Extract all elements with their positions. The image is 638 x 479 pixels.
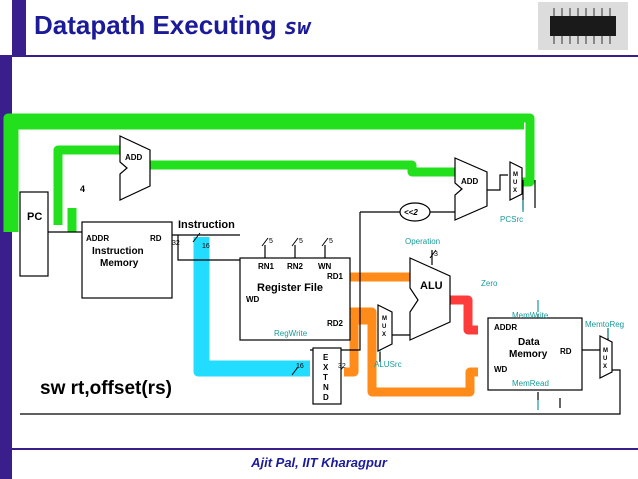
extend-letter-t: T [323, 373, 328, 382]
alu-label: ALU [420, 280, 443, 292]
width-5a-label: 5 [269, 238, 273, 245]
instr-mem-title2: Memory [100, 258, 139, 269]
extend-letter-e: E [323, 353, 329, 362]
instr-mem-addr: ADDR [86, 234, 109, 243]
slide-title-main: Datapath Executing [34, 10, 277, 40]
instruction-memory [81, 221, 173, 299]
pc-register [19, 191, 49, 277]
width-16-label: 16 [202, 243, 210, 250]
branch-adder [454, 157, 488, 221]
data-mem-addr: ADDR [494, 323, 517, 332]
pcsrc-mux-x: X [513, 188, 517, 194]
footer-rule [12, 448, 638, 450]
pc-adder [119, 135, 151, 201]
memtoreg-mux-m: M [603, 348, 608, 354]
const-four-box [77, 183, 91, 195]
memtoreg-mux-u: U [603, 356, 607, 362]
title-rule [12, 55, 638, 57]
pc-label: PC [27, 211, 42, 223]
register-file [239, 257, 351, 341]
alu-result-path-highlight [450, 295, 478, 335]
pc-adder-label: ADD [125, 153, 143, 162]
extend-letter-n: N [323, 383, 329, 392]
pcsrc-label: PCSrc [500, 215, 523, 224]
const-four-label: 4 [80, 184, 85, 194]
instruction-bus-label: Instruction [178, 219, 235, 231]
regfile-rd1: RD1 [327, 272, 344, 281]
regfile-rd2: RD2 [327, 319, 344, 328]
data-mem-wd: WD [494, 365, 508, 374]
instr-mem-rd: RD [150, 234, 162, 243]
regfile-rn1: RN1 [258, 262, 275, 271]
data-mem-title2: Memory [509, 349, 548, 360]
extend-letter-d: D [323, 393, 329, 402]
ext-in-width: 16 [296, 363, 304, 370]
memwrite-label: MemWrite [512, 311, 549, 320]
pcsrc-mux-u: U [513, 180, 517, 186]
ext-out-width: 32 [338, 363, 346, 370]
memtoreg-label: MemtoReg [585, 320, 624, 329]
slide-title: Datapath Executing sw [34, 10, 310, 41]
footer-credit: Ajit Pal, IIT Kharagpur [251, 455, 387, 470]
slide-title-code: sw [283, 15, 311, 40]
shift-left-label: <<2 [404, 208, 418, 217]
regwrite-label: RegWrite [274, 329, 308, 338]
instruction-example: sw rt,offset(rs) [40, 378, 172, 399]
width-32-label: 32 [172, 240, 180, 247]
data-memory [487, 317, 583, 391]
alusrc-mux-u: U [382, 324, 386, 330]
alusrc-mux [377, 304, 393, 352]
regfile-wn: WN [318, 262, 332, 271]
operation-width: 3 [434, 251, 438, 258]
regfile-title: Register File [257, 282, 323, 294]
operation-label: Operation [405, 237, 440, 246]
title-accent-bar [12, 0, 26, 55]
data-mem-rd: RD [560, 347, 572, 356]
extend-letter-x: X [323, 363, 329, 372]
regfile-rn2: RN2 [287, 262, 304, 271]
memtoreg-mux [599, 335, 613, 379]
width-5b-label: 5 [299, 238, 303, 245]
memread-label: MemRead [512, 379, 549, 388]
ic-chip-image [538, 2, 628, 50]
immediate-path-highlight [193, 237, 310, 377]
pc-update-path-highlight [3, 113, 535, 232]
alusrc-mux-x: X [382, 332, 386, 338]
alusrc-label: ALUSrc [374, 360, 402, 369]
sign-extend-unit [312, 347, 342, 405]
regfile-wd: WD [246, 295, 260, 304]
shift-left-unit [399, 202, 431, 222]
zero-label: Zero [481, 279, 498, 288]
pcsrc-mux-m: M [513, 172, 518, 178]
width-5c-label: 5 [329, 238, 333, 245]
data-mem-title1: Data [518, 337, 540, 348]
pcsrc-mux [509, 161, 523, 201]
alu [409, 257, 451, 341]
alusrc-mux-m: M [382, 316, 387, 322]
memtoreg-mux-x: X [603, 364, 607, 370]
branch-adder-label: ADD [461, 177, 479, 186]
instr-mem-title1: Instruction [92, 246, 144, 257]
